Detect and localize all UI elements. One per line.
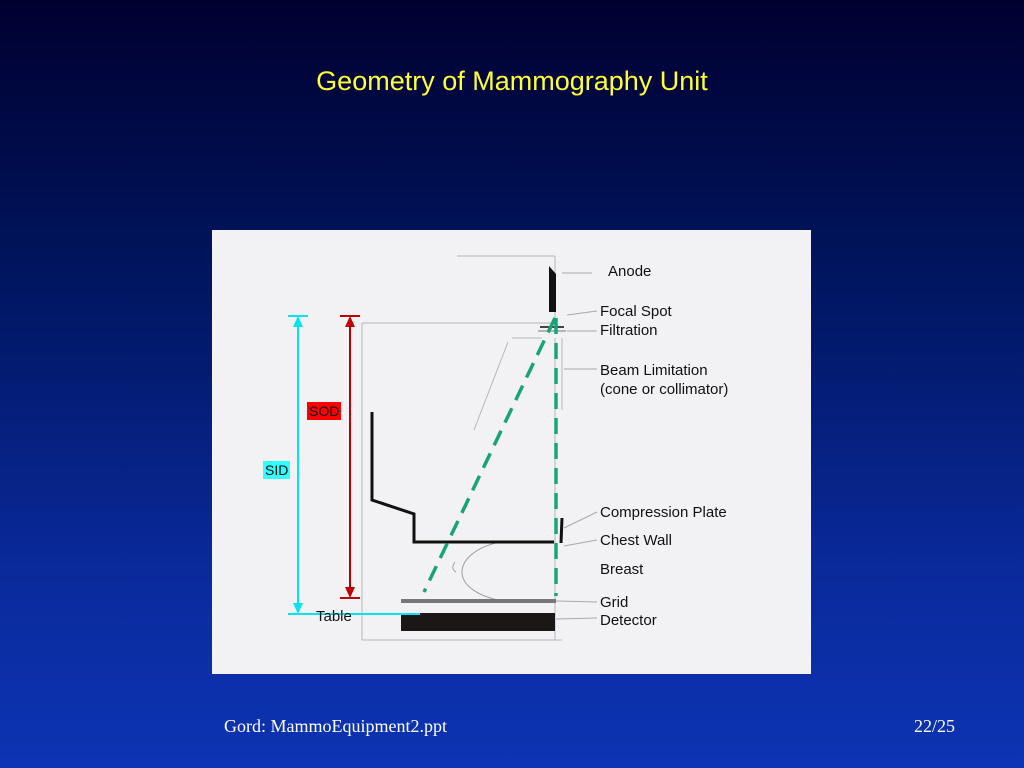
label-grid: Grid <box>600 594 629 611</box>
label-table: Table <box>316 608 352 625</box>
xray-beam <box>422 317 558 596</box>
leader-lines <box>555 272 598 620</box>
slide-title: Geometry of Mammography Unit <box>316 66 708 96</box>
label-chest-wall: Chest Wall <box>600 532 672 549</box>
label-beam-limitation-note: (cone or collimator) <box>600 381 729 398</box>
label-beam-limitation: Beam Limitation <box>600 362 708 379</box>
chest-wall-edge <box>559 517 564 544</box>
frame-lines <box>361 255 563 641</box>
breast-outline <box>461 541 509 603</box>
label-breast: Breast <box>600 561 644 578</box>
footer-source: Gord: MammoEquipment2.ppt <box>224 716 447 736</box>
anode-shape <box>549 266 556 312</box>
grid-shape <box>401 599 556 603</box>
sid-tag: SID <box>263 461 291 479</box>
sod-tag: SOD <box>307 402 342 420</box>
label-focal-spot: Focal Spot <box>600 303 672 320</box>
sod-arrow <box>340 315 360 599</box>
detector-shape <box>401 613 555 631</box>
label-filtration: Filtration <box>600 322 658 339</box>
sid-arrow <box>288 315 420 615</box>
compression-plate <box>370 412 554 544</box>
footer-page-number: 22/25 <box>914 716 956 736</box>
nipple-outline <box>452 561 457 573</box>
mammography-geometry-diagram <box>288 255 598 641</box>
label-detector: Detector <box>600 612 657 629</box>
label-anode: Anode <box>608 263 652 280</box>
label-compression-plate: Compression Plate <box>600 504 727 521</box>
diagram-panel: Anode Focal Spot Filtration Beam Limitat… <box>212 230 811 674</box>
